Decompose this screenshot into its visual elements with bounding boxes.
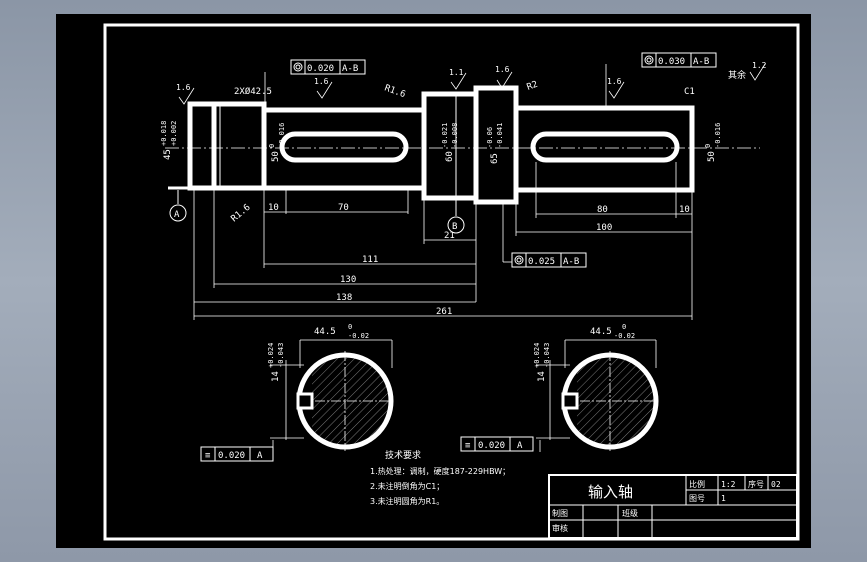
diam-60: 60	[445, 151, 455, 162]
section-left-key: 14	[271, 371, 281, 382]
shaft-body	[187, 85, 695, 205]
keyway-right	[530, 131, 680, 163]
title-block	[548, 474, 798, 539]
section-left-gtol-ref: A	[257, 451, 263, 461]
section-right-width-tol-lo: -0.02	[614, 332, 635, 340]
section-left-gtol-value: 0.020	[218, 451, 245, 461]
diam-65-tol-lo: -0.041	[496, 123, 504, 148]
section-right-key-tol-up: +0.024	[533, 343, 541, 368]
diam-50b-tol-up: 0	[704, 144, 712, 148]
dim-21: 21	[444, 231, 455, 241]
diam-60-tol-lo: -0.008	[451, 123, 459, 148]
gtol-frame-top-left	[290, 59, 366, 75]
roughness-1: 1.6	[176, 83, 191, 92]
roughness-symbols	[178, 63, 766, 105]
roughness-rest-label: 其余	[728, 69, 746, 81]
section-gtol-right	[460, 436, 534, 452]
notes-item-3: 3.未注明圆角为R1。	[370, 496, 444, 506]
notes-title: 技术要求	[385, 449, 421, 461]
fig-label: 图号	[689, 494, 705, 503]
scale-value: 1:2	[721, 480, 736, 489]
gtol-3-value: 0.025	[528, 257, 555, 267]
roughness-2: 1.6	[314, 77, 329, 86]
section-right	[536, 339, 660, 452]
dim-80: 80	[597, 205, 608, 215]
diam-65-tol-up: -0.06	[486, 127, 494, 148]
gtol-frame-bottom	[511, 252, 587, 268]
radius-2: R2	[526, 80, 540, 93]
diam-45-tol-up: +0.018	[160, 121, 168, 146]
diam-45-tol-lo: +0.002	[170, 121, 178, 146]
gtol-2-value: 0.030	[658, 57, 685, 67]
notes-item-2: 2.未注明倒角为C1；	[370, 481, 444, 491]
drawing-sheet	[56, 14, 811, 548]
diam-50b-tol-lo: -0.016	[714, 123, 722, 148]
datum-b-marker	[447, 216, 465, 234]
section-right-gtol-ref: A	[517, 441, 523, 451]
diam-50a-tol-up: 0	[268, 144, 276, 148]
section-right-gtol-symbol: ≡	[465, 441, 471, 451]
gtol-3-ref: A-B	[563, 257, 579, 267]
diam-50a: 50	[271, 151, 281, 162]
section-left-width-tol-up: 0	[348, 323, 352, 331]
section-hatch-right	[577, 358, 654, 445]
class-label: 班级	[622, 508, 638, 518]
section-right-width: 44.5	[590, 327, 612, 337]
section-right-width-tol-up: 0	[622, 323, 626, 331]
keyway-left	[279, 131, 409, 163]
gtol-1-ref: A-B	[342, 64, 358, 74]
section-right-key-tol-lo: -0.043	[543, 343, 551, 368]
drawn-label: 制图	[552, 508, 568, 518]
seq-label: 序号	[748, 479, 764, 489]
dim-261: 261	[436, 307, 452, 317]
check-label: 审核	[552, 523, 568, 533]
diam-50a-tol-lo: -0.016	[278, 123, 286, 148]
roughness-4: 1.6	[607, 77, 622, 86]
datum-a-marker	[169, 204, 187, 222]
scale-label: 比例	[689, 479, 705, 489]
section-right-gtol-value: 0.020	[478, 441, 505, 451]
gtol-1-value: 0.020	[307, 64, 334, 74]
dim-10a: 10	[268, 203, 279, 213]
section-gtol-left	[200, 446, 274, 462]
notes-item-1: 1.热处理：调制，硬度187-229HBW；	[370, 466, 510, 476]
section-left-key-tol-up: +0.024	[267, 343, 275, 368]
dim-10b: 10	[679, 205, 690, 215]
dim-70: 70	[338, 203, 349, 213]
roughness-5: 1.6	[495, 65, 510, 74]
gtol-frame-top-right	[641, 52, 717, 68]
dim-138: 138	[336, 293, 352, 303]
section-left-gtol-symbol: ≡	[205, 451, 211, 461]
gtol-2-ref: A-B	[693, 57, 709, 67]
part-name: 输入轴	[588, 483, 633, 501]
section-left-width-tol-lo: -0.02	[348, 332, 369, 340]
diam-60-tol-up: -0.021	[441, 123, 449, 148]
seq-value: 02	[771, 480, 781, 489]
diam-45: 45	[163, 149, 173, 160]
roughness-rest: 1.2	[752, 61, 767, 70]
dim-130: 130	[340, 275, 356, 285]
section-right-key: 14	[537, 371, 547, 382]
chamfer-label: 2XØ42.5	[234, 86, 272, 97]
diam-65: 65	[490, 153, 500, 164]
section-left-key-tol-lo: -0.043	[277, 343, 285, 368]
section-left-width: 44.5	[314, 327, 336, 337]
section-hatch-left	[312, 358, 389, 445]
drawing-frame	[103, 23, 800, 541]
dim-100: 100	[596, 223, 612, 233]
chamfer-c1: C1	[684, 87, 695, 97]
dim-111: 111	[362, 255, 378, 265]
dimension-lines	[193, 162, 693, 320]
diam-50b: 50	[707, 151, 717, 162]
fig-value: 1	[721, 494, 726, 503]
roughness-3: 1.1	[449, 68, 464, 77]
datum-b: B	[452, 222, 457, 232]
datum-a: A	[174, 210, 180, 220]
